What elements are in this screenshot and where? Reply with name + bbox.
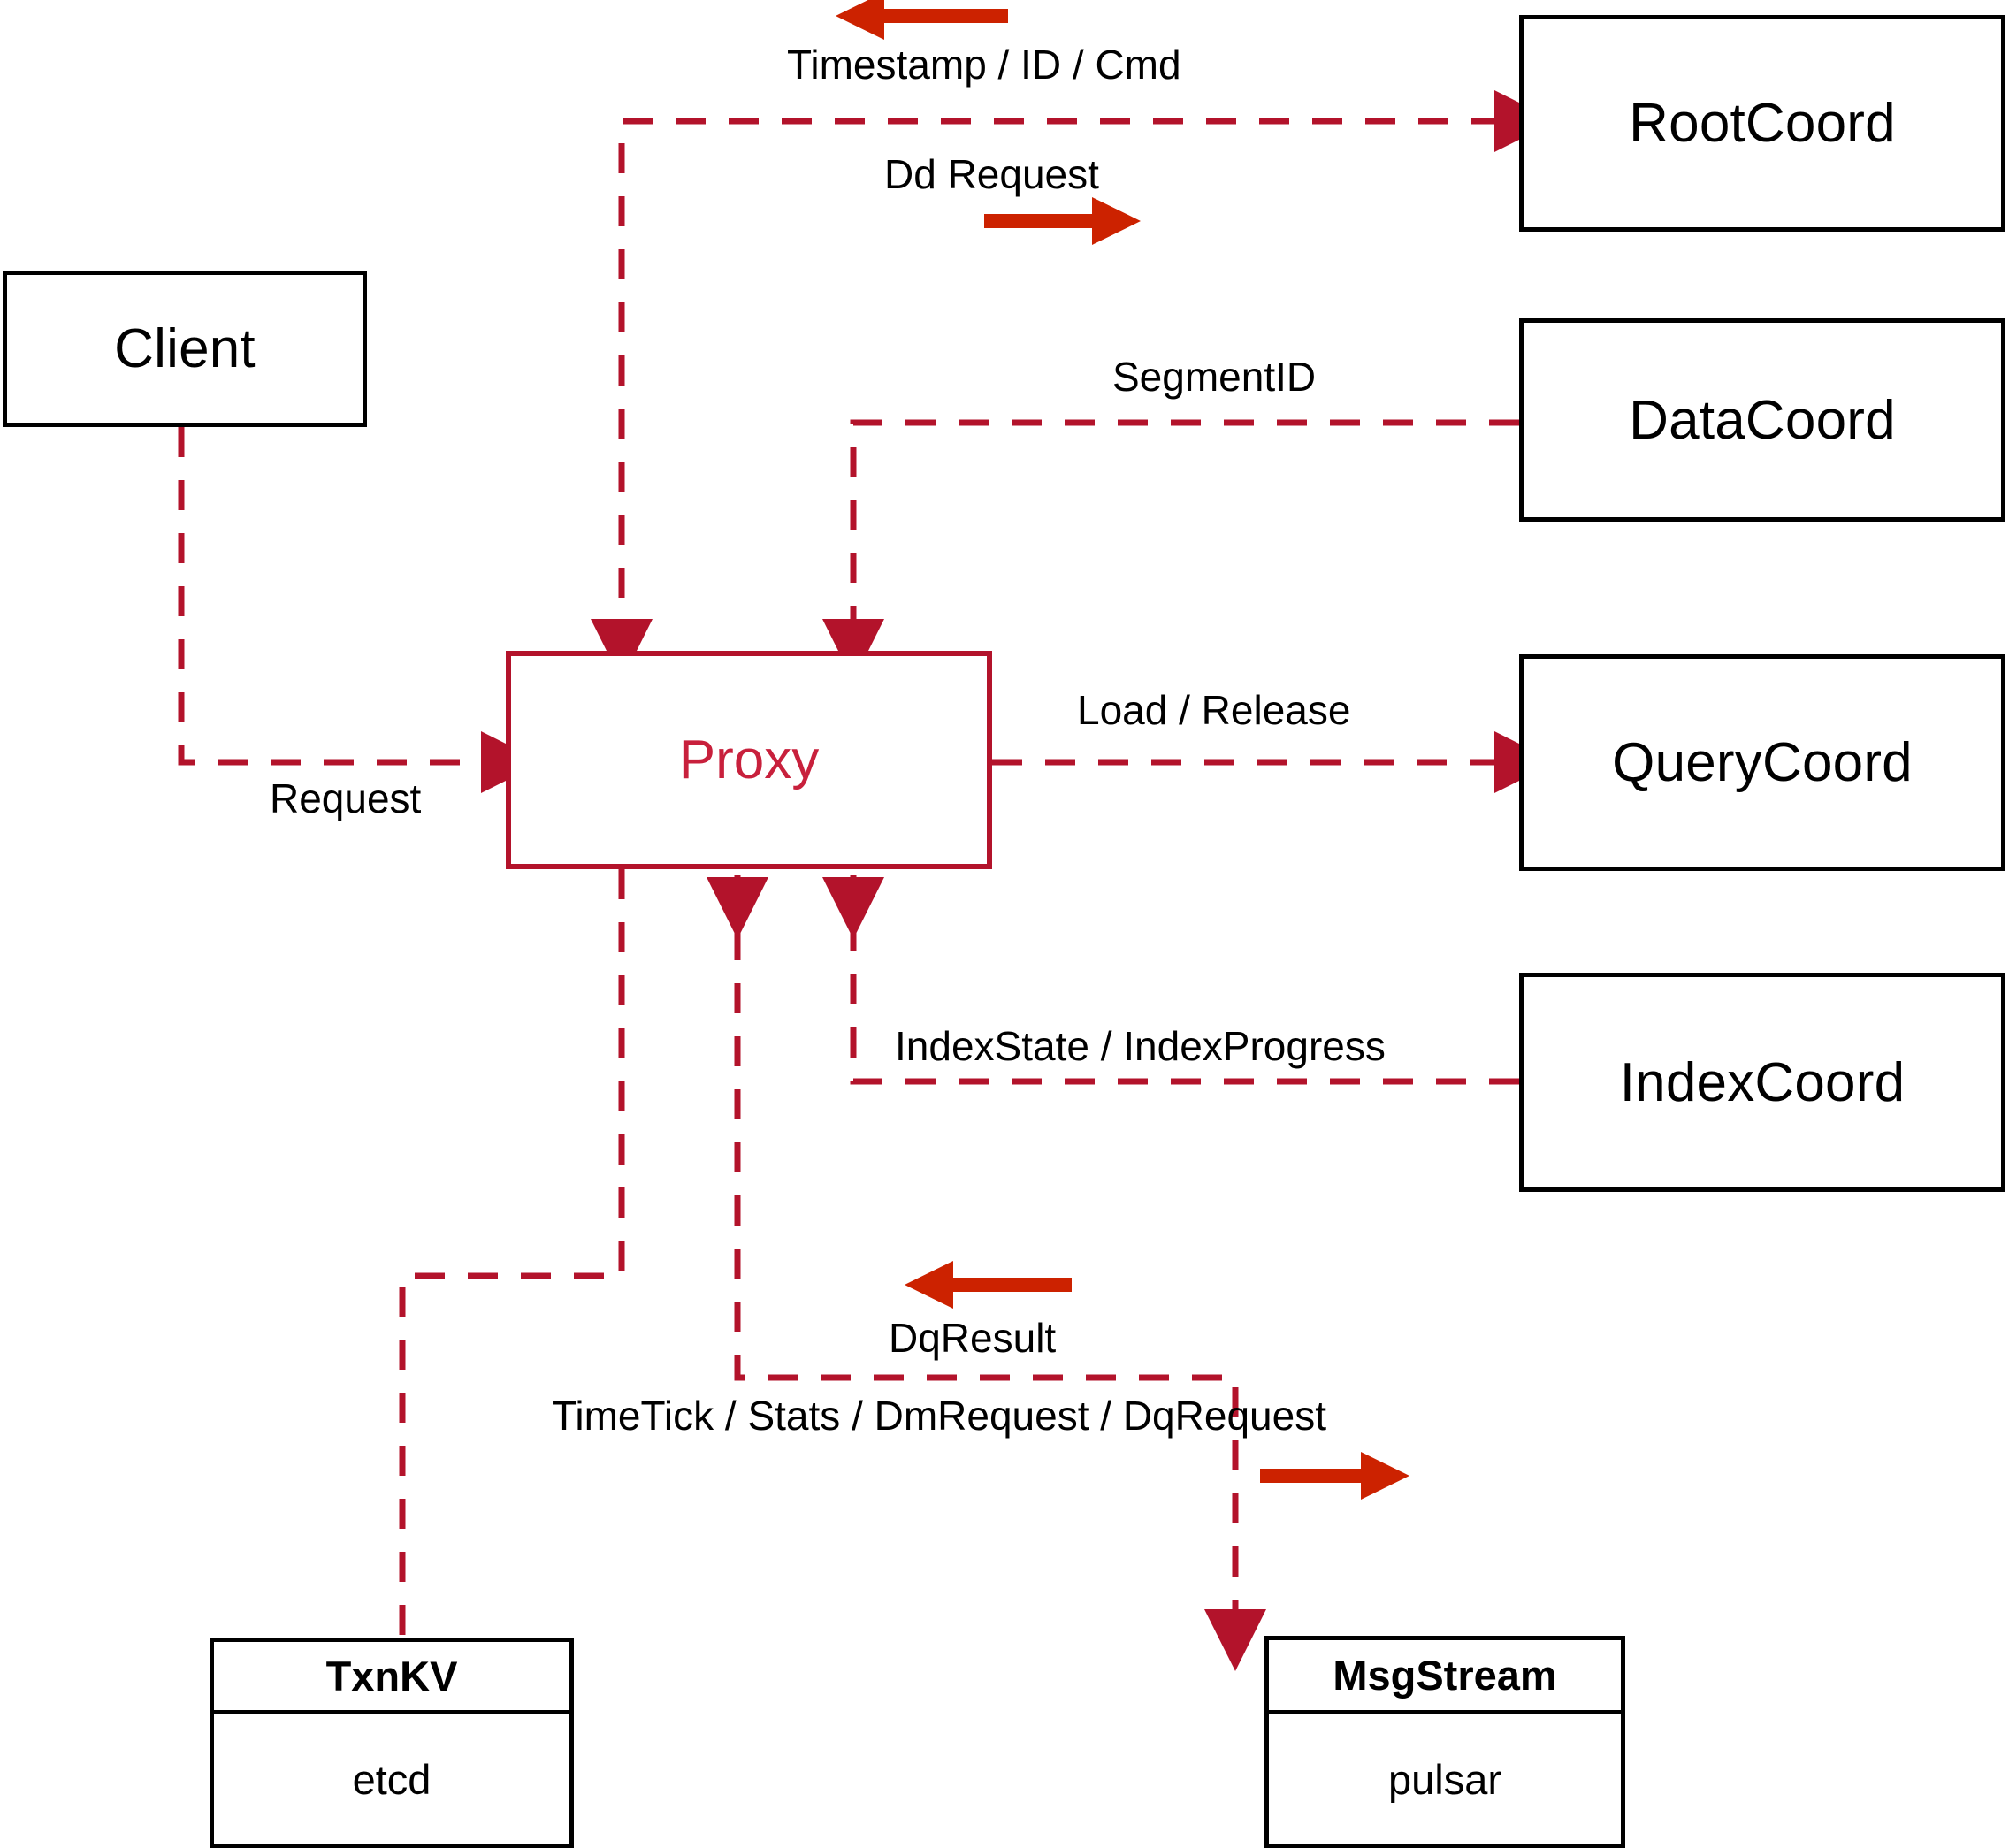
node-querycoord[interactable]: QueryCoord xyxy=(1519,654,2005,871)
node-querycoord-label: QueryCoord xyxy=(1612,732,1913,793)
node-rootcoord[interactable]: RootCoord xyxy=(1519,15,2005,232)
edge-label-request: Request xyxy=(270,775,422,821)
direction-arrow-timetick-right xyxy=(1260,1452,1409,1500)
edge-label-index-state: IndexState / IndexProgress xyxy=(895,1023,1386,1069)
node-client[interactable]: Client xyxy=(3,271,367,427)
edge-datacoord-proxy xyxy=(822,419,1519,681)
edge-label-segment-id: SegmentID xyxy=(1112,354,1317,400)
node-client-label: Client xyxy=(114,318,256,379)
store-txnkv-title: TxnKV xyxy=(214,1642,569,1714)
edge-label-timestamp-id-cmd: Timestamp / ID / Cmd xyxy=(787,42,1181,88)
edge-proxy-txnkv xyxy=(399,869,625,1638)
edge-label-dq-result: DqResult xyxy=(889,1315,1057,1361)
edge-proxy-msgstream xyxy=(707,875,1266,1671)
edge-client-proxy xyxy=(178,427,543,793)
store-msgstream-impl: pulsar xyxy=(1387,1755,1501,1803)
direction-arrow-dq-result-left xyxy=(905,1261,1072,1309)
store-msgstream[interactable]: MsgStream pulsar xyxy=(1264,1636,1625,1848)
store-msgstream-title: MsgStream xyxy=(1269,1640,1621,1714)
edge-label-load-release: Load / Release xyxy=(1077,687,1351,733)
edge-label-timetick-stats: TimeTick / Stats / DmRequest / DqRequest xyxy=(552,1393,1326,1439)
node-indexcoord-label: IndexCoord xyxy=(1619,1051,1906,1113)
edge-indexcoord-proxy xyxy=(822,875,1519,1085)
store-txnkv[interactable]: TxnKV etcd xyxy=(210,1638,574,1848)
edge-label-dd-request: Dd Request xyxy=(884,151,1099,197)
direction-arrow-dd-request-right xyxy=(984,197,1141,245)
node-proxy-label: Proxy xyxy=(678,729,820,790)
store-txnkv-impl: etcd xyxy=(352,1755,432,1803)
node-proxy[interactable]: Proxy xyxy=(506,651,992,869)
node-rootcoord-label: RootCoord xyxy=(1629,93,1896,154)
node-indexcoord[interactable]: IndexCoord xyxy=(1519,973,2005,1192)
direction-arrow-timestamp-left xyxy=(836,0,1008,40)
edge-proxy-rootcoord xyxy=(591,90,1556,681)
node-datacoord[interactable]: DataCoord xyxy=(1519,318,2005,522)
node-datacoord-label: DataCoord xyxy=(1629,389,1896,451)
